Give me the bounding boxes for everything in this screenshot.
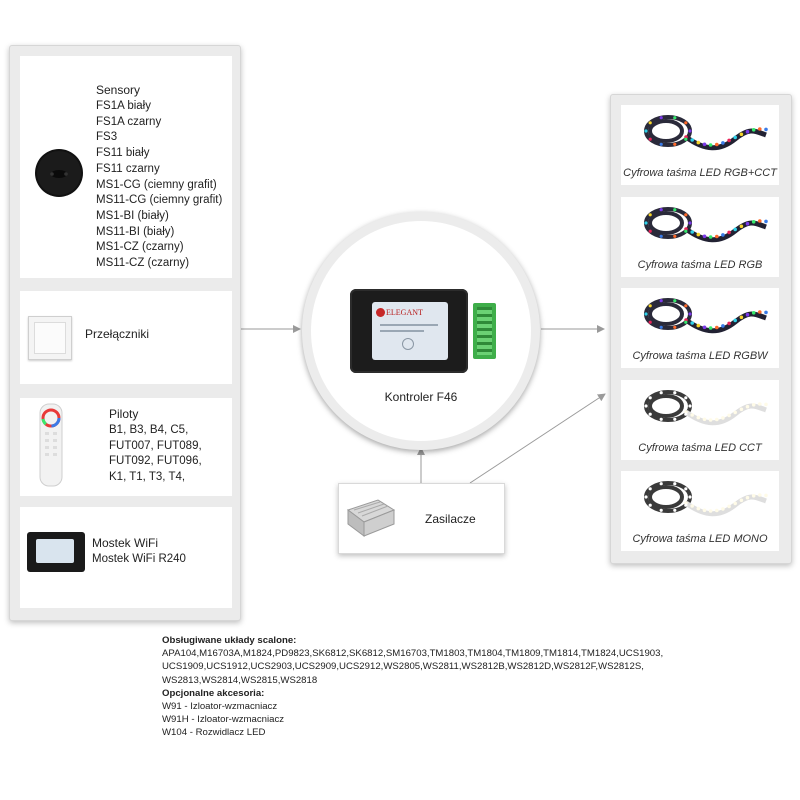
sensor-item: FS3 [96,131,118,144]
power-supply-title: Zasilacze [425,512,476,526]
sensor-item: MS1-BI (biały) [96,209,169,222]
switches-title: Przełączniki [85,327,150,341]
rgb-led-strip-icon [644,206,768,242]
wifi-bridge-title: Mostek WiFi [92,536,158,550]
output-strip-card: Cyfrowa taśma LED RGB+CCT [621,105,779,185]
switch-device-icon [28,316,72,360]
white-led-strip-icon [644,481,768,517]
sensor-item: MS11-BI (biały) [96,225,175,238]
output-strip-card: Cyfrowa taśma LED RGBW [621,288,779,368]
controller-brand: ELEGANT [386,308,423,317]
terminal-block-icon [473,303,496,359]
sensor-item: FS1A czarny [96,115,162,128]
rgb-led-strip-icon [644,115,768,151]
output-strip-label: Cyfrowa taśma LED RGB+CCT [623,167,777,179]
arrow-power-to-output-cct [469,393,606,484]
output-strip-label: Cyfrowa taśma LED MONO [632,533,768,545]
sensor-item: FS11 czarny [96,162,160,175]
rgb-led-strip-icon [644,298,768,334]
chips-line: APA104,M16703A,M1824,PD9823,SK6812,SK681… [162,648,664,660]
controller-device-icon: ELEGANT [350,289,468,373]
remote-item: FUT007, FUT089, [109,439,202,452]
remotes-title: Piloty [109,407,139,421]
output-strip-label: Cyfrowa taśma LED CCT [638,441,762,454]
white-led-strip-icon [644,389,768,425]
remotes-card: Piloty B1, B3, B4, C5, FUT007, FUT089, FUT… [20,398,232,496]
output-strip-card: Cyfrowa taśma LED CCT [621,379,779,460]
sensors-title: Sensory [96,83,141,97]
accessory-item: W91H - Izloator-wzmacniacz [162,714,285,726]
chips-title: Obsługiwane układy scalone: [162,635,297,646]
sensor-item: MS11-CZ (czarny) [96,257,190,269]
chips-line: UCS1909,UCS1912,UCS2903,UCS2909,UCS2912,… [162,661,644,673]
wifi-bridge-subtitle: Mostek WiFi R240 [92,553,186,565]
remote-control-icon [39,403,63,487]
wifi-bridge-device-icon [27,532,85,572]
output-strip-label: Cyfrowa taśma LED RGB [637,258,763,271]
controller-node: ELEGANT Kontroler F46 [302,212,540,450]
sensor-item: FS11 biały [96,147,150,160]
outputs-panel: Cyfrowa taśma LED RGB+CCT Cyfrowa taśma L… [610,94,792,564]
accessory-item: W91 - Izloator-wzmacniacz [162,701,278,713]
sensor-item: FS1A biały [96,100,151,112]
accessory-item: W104 - Rozwidlacz LED [162,727,266,739]
wifi-bridge-card: Mostek WiFi Mostek WiFi R240 [20,507,232,608]
controller-title: Kontroler F46 [384,390,458,404]
remote-item: B1, B3, B4, C5, [109,424,189,436]
accessories-title: Opcjonalne akcesoria: [162,687,265,699]
sensor-item: MS1-CG (ciemny grafit) [96,178,217,191]
power-supply-icon [346,499,396,537]
output-strip-label: Cyfrowa taśma LED RGBW [632,350,768,362]
output-strip-card: Cyfrowa taśma LED RGB [621,196,779,277]
power-supply-card: Zasilacze [338,483,505,554]
remote-item: FUT092, FUT096, [109,455,202,468]
sensor-device-icon [35,149,83,197]
sensor-item: MS11-CG (ciemny grafit) [96,194,223,207]
remote-item: K1, T1, T3, T4, [109,471,186,484]
sensor-item: MS1-CZ (czarny) [96,241,184,254]
switches-card: Przełączniki [20,291,232,384]
output-strip-card: Cyfrowa taśma LED MONO [621,471,779,551]
chips-line: WS2813,WS2814,WS2815,WS2818 [162,674,318,686]
notes-section: Obsługiwane układy scalone: APA104,M1670… [162,634,663,740]
